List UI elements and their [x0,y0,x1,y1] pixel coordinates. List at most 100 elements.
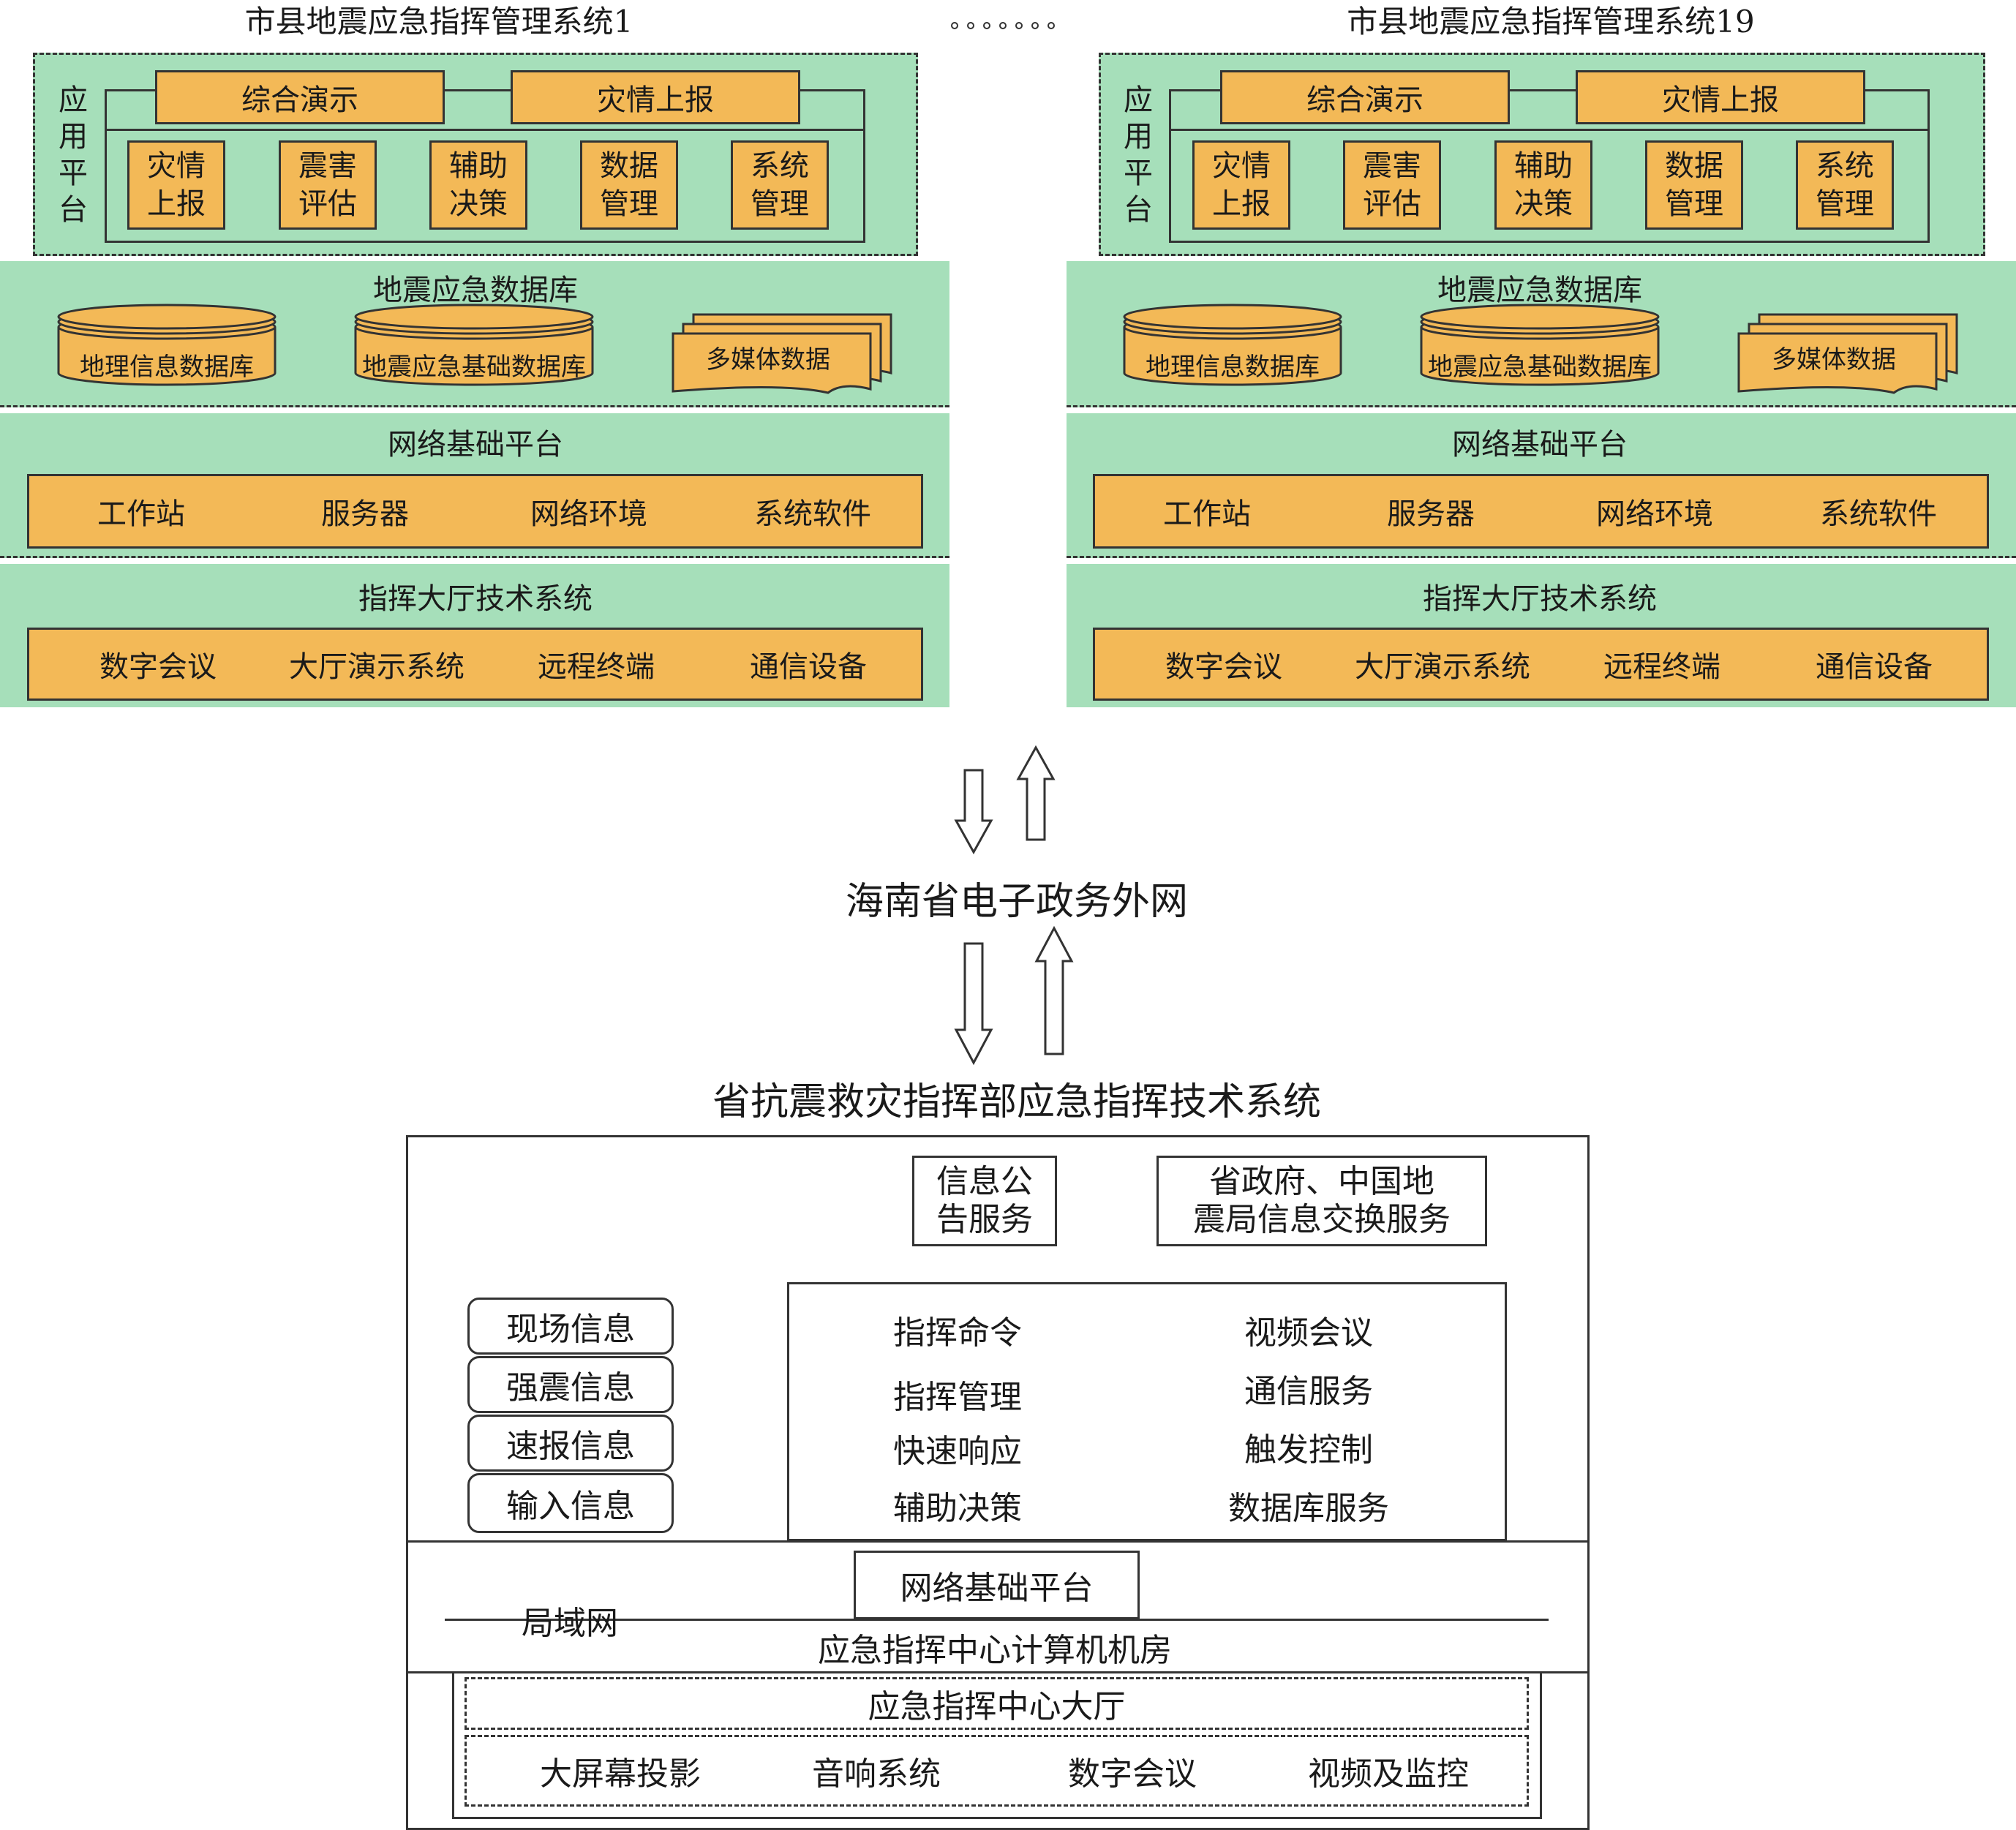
module-line: 管理 [600,187,658,221]
network-item: 系统软件 [754,497,871,531]
geo-database-cylinder [1123,304,1342,386]
database-item: 地理信息数据库 [80,352,254,382]
module-data-management: 数据管理 [580,140,678,230]
emergency-database-cylinder [1420,304,1660,386]
function-trigger-control: 触发控制 [1244,1431,1373,1469]
module-line: 数据 [600,149,658,183]
info-service-line: 告服务 [936,1201,1033,1238]
function-video-conference: 视频会议 [1244,1314,1373,1352]
hall-title: 指挥大厅技术系统 [1423,582,1657,616]
module-disaster-report-small: 灾情上报 [127,140,225,230]
command-hall-box [452,1671,1542,1819]
dot [967,22,974,29]
module-line: 评估 [298,187,357,221]
lan-line [445,1619,1549,1621]
module-line: 管理 [1665,187,1723,221]
exchange-service-line: 震局信息交换服务 [1193,1201,1451,1238]
lan-label: 局域网 [522,1605,618,1642]
module-overview-demo: 综合演示 [1220,70,1510,124]
province-title: 省抗震救灾指挥部应急指挥技术系统 [712,1080,1321,1124]
hall-item-big-screen: 大屏幕投影 [540,1755,701,1793]
module-line: 决策 [449,187,508,221]
dot [951,22,958,29]
dot [1048,22,1055,29]
geo-database-cylinder [57,304,277,386]
hall-item: 通信设备 [1816,650,1933,684]
input-manual-info: 输入信息 [467,1473,674,1533]
network-items-bar: 工作站 服务器 网络环境 系统软件 [1093,474,1989,549]
exchange-service-line: 省政府、中国地 [1209,1163,1434,1200]
arrow-down-2 [954,942,993,1066]
system-title: 市县地震应急指挥管理系统1 [244,3,633,39]
command-hall-title-box: 应急指挥中心大厅 [464,1677,1529,1730]
dot [1031,22,1039,29]
computer-room-top-divider [406,1540,1590,1543]
hall-item: 数字会议 [99,650,217,684]
command-hall-items-box: 大屏幕投影 音响系统 数字会议 视频及监控 [464,1735,1529,1807]
system-title: 市县地震应急指挥管理系统19 [1347,3,1755,39]
module-disaster-report-small: 灾情上报 [1192,140,1290,230]
info-service-line: 信息公 [936,1163,1033,1200]
computer-room-label: 应急指挥中心计算机机房 [818,1632,1172,1669]
hall-item: 大厅演示系统 [289,650,464,684]
module-line: 评估 [1363,187,1421,221]
hall-item: 远程终端 [1603,650,1720,684]
network-item: 工作站 [97,497,185,531]
network-items-bar: 工作站 服务器 网络环境 系统软件 [27,474,923,549]
function-decision-support: 辅助决策 [893,1490,1022,1527]
module-line: 系统 [751,149,809,183]
module-decision-support: 辅助决策 [429,140,527,230]
module-line: 管理 [751,187,809,221]
input-rapid-report: 速报信息 [467,1415,674,1472]
module-line: 震害 [1363,149,1421,183]
hall-item-video-monitoring: 视频及监控 [1308,1755,1469,1793]
module-line: 数据 [1665,149,1723,183]
app-platform-bracket [105,89,865,243]
hall-item-digital-conference: 数字会议 [1068,1755,1197,1793]
module-line: 辅助 [449,149,508,183]
hall-item-audio: 音响系统 [812,1755,941,1793]
module-line: 系统 [1816,149,1874,183]
dot [999,22,1007,29]
database-item: 多媒体数据 [1772,344,1896,374]
function-communication: 通信服务 [1244,1373,1373,1410]
module-line: 震害 [298,149,357,183]
module-data-management: 数据管理 [1645,140,1743,230]
network-platform-box: 网络基础平台 [854,1551,1140,1619]
database-item: 地理信息数据库 [1146,352,1320,382]
database-title: 地震应急数据库 [1437,274,1642,307]
network-item: 系统软件 [1820,497,1937,531]
network-item: 网络环境 [1596,497,1713,531]
arrow-up-2 [1034,925,1074,1055]
hall-items-bar: 数字会议 大厅演示系统 远程终端 通信设备 [1093,628,1989,701]
hall-title: 指挥大厅技术系统 [358,582,593,616]
function-command: 指挥命令 [893,1314,1022,1352]
module-damage-assessment: 震害评估 [1343,140,1441,230]
info-exchange-service: 省政府、中国地震局信息交换服务 [1156,1156,1487,1246]
hall-item: 大厅演示系统 [1355,650,1530,684]
module-line: 管理 [1816,187,1874,221]
input-strong-motion: 强震信息 [467,1356,674,1413]
network-label: 海南省电子政务外网 [845,879,1188,924]
module-line: 灾情 [147,149,206,183]
database-item: 多媒体数据 [706,344,830,374]
module-disaster-report: 灾情上报 [511,70,800,124]
database-item: 地震应急基础数据库 [362,352,586,382]
multimedia-data-stack [672,313,892,394]
database-title: 地震应急数据库 [373,274,578,307]
hall-item: 远程终端 [538,650,655,684]
arrow-up-1 [1016,745,1056,841]
network-item: 服务器 [321,497,409,531]
hollow-arrows [954,745,1074,1066]
bracket-divider [1169,129,1930,131]
dot [983,22,990,29]
emergency-database-cylinder [354,304,594,386]
arrow-down-1 [954,769,993,855]
network-item: 网络环境 [530,497,647,531]
module-overview-demo: 综合演示 [155,70,445,124]
module-decision-support: 辅助决策 [1494,140,1592,230]
bracket-divider [105,129,865,131]
module-line: 上报 [147,187,206,221]
module-system-management: 系统管理 [1796,140,1894,230]
multimedia-data-stack [1737,313,1958,394]
